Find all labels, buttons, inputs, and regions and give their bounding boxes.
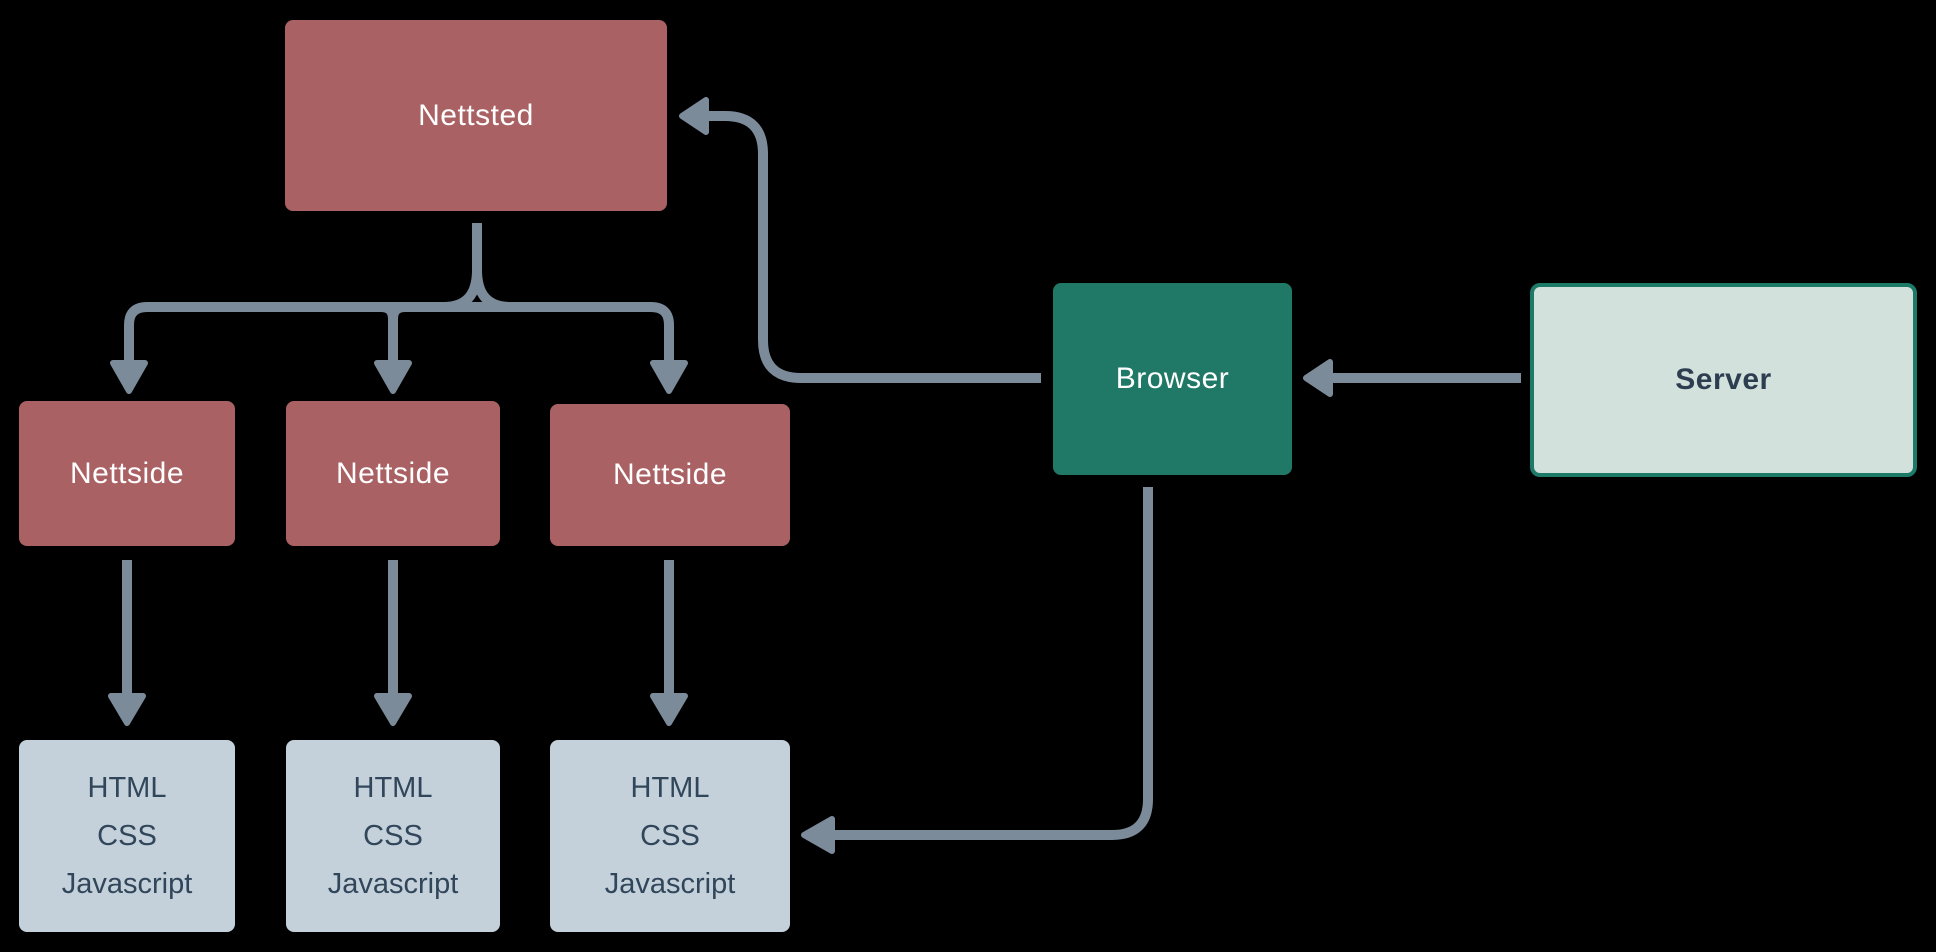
assets-2-line-html: HTML bbox=[353, 772, 433, 804]
edge-server-browser bbox=[1303, 359, 1521, 397]
edge-browser-assets3 bbox=[801, 487, 1153, 854]
edge-nettsted-branches bbox=[110, 223, 688, 394]
assets-1-line-html: HTML bbox=[87, 772, 167, 804]
arrowhead-to-nettside-3 bbox=[650, 360, 688, 394]
nettside-node-2: Nettside bbox=[286, 401, 500, 546]
arrowhead-to-assets-3 bbox=[650, 693, 688, 726]
assets-1-line-javascript: Javascript bbox=[61, 868, 193, 900]
arrowhead-to-assets-3-right bbox=[801, 816, 835, 854]
server-label: Server bbox=[1675, 363, 1772, 396]
arrowhead-to-nettsted bbox=[679, 97, 709, 135]
edge-nettside2-assets2 bbox=[374, 560, 412, 726]
nettside-node-1: Nettside bbox=[19, 401, 235, 546]
edge-nettside1-assets1 bbox=[108, 560, 146, 726]
arrowhead-to-nettside-2 bbox=[374, 360, 412, 394]
assets-node-2: HTML CSS Javascript bbox=[286, 740, 500, 932]
assets-node-3: HTML CSS Javascript bbox=[550, 740, 790, 932]
nettsted-node: Nettsted bbox=[285, 20, 667, 211]
nettside-label-2: Nettside bbox=[335, 456, 451, 490]
edge-browser-nettsted bbox=[679, 97, 1041, 383]
arrowhead-to-assets-1 bbox=[108, 693, 146, 726]
arrowhead-to-nettside-1 bbox=[110, 360, 148, 394]
browser-node: Browser bbox=[1053, 283, 1292, 475]
arrowhead-to-assets-2 bbox=[374, 693, 412, 726]
nettside-label-1: Nettside bbox=[69, 456, 185, 490]
assets-2-line-javascript: Javascript bbox=[327, 868, 459, 900]
assets-node-1: HTML CSS Javascript bbox=[19, 740, 235, 932]
arrowhead-to-browser bbox=[1303, 359, 1333, 397]
assets-1-line-css: CSS bbox=[97, 820, 157, 852]
edge-nettside3-assets3 bbox=[650, 560, 688, 726]
nettside-label-3: Nettside bbox=[612, 458, 728, 491]
nettsted-label: Nettsted bbox=[418, 98, 534, 132]
server-node: Server bbox=[1530, 283, 1917, 477]
assets-3-line-javascript: Javascript bbox=[604, 868, 736, 900]
assets-3-line-css: CSS bbox=[640, 820, 700, 852]
assets-3-line-html: HTML bbox=[630, 772, 710, 804]
assets-2-line-css: CSS bbox=[363, 820, 423, 852]
nettside-node-3: Nettside bbox=[550, 404, 790, 546]
browser-label: Browser bbox=[1115, 362, 1230, 395]
